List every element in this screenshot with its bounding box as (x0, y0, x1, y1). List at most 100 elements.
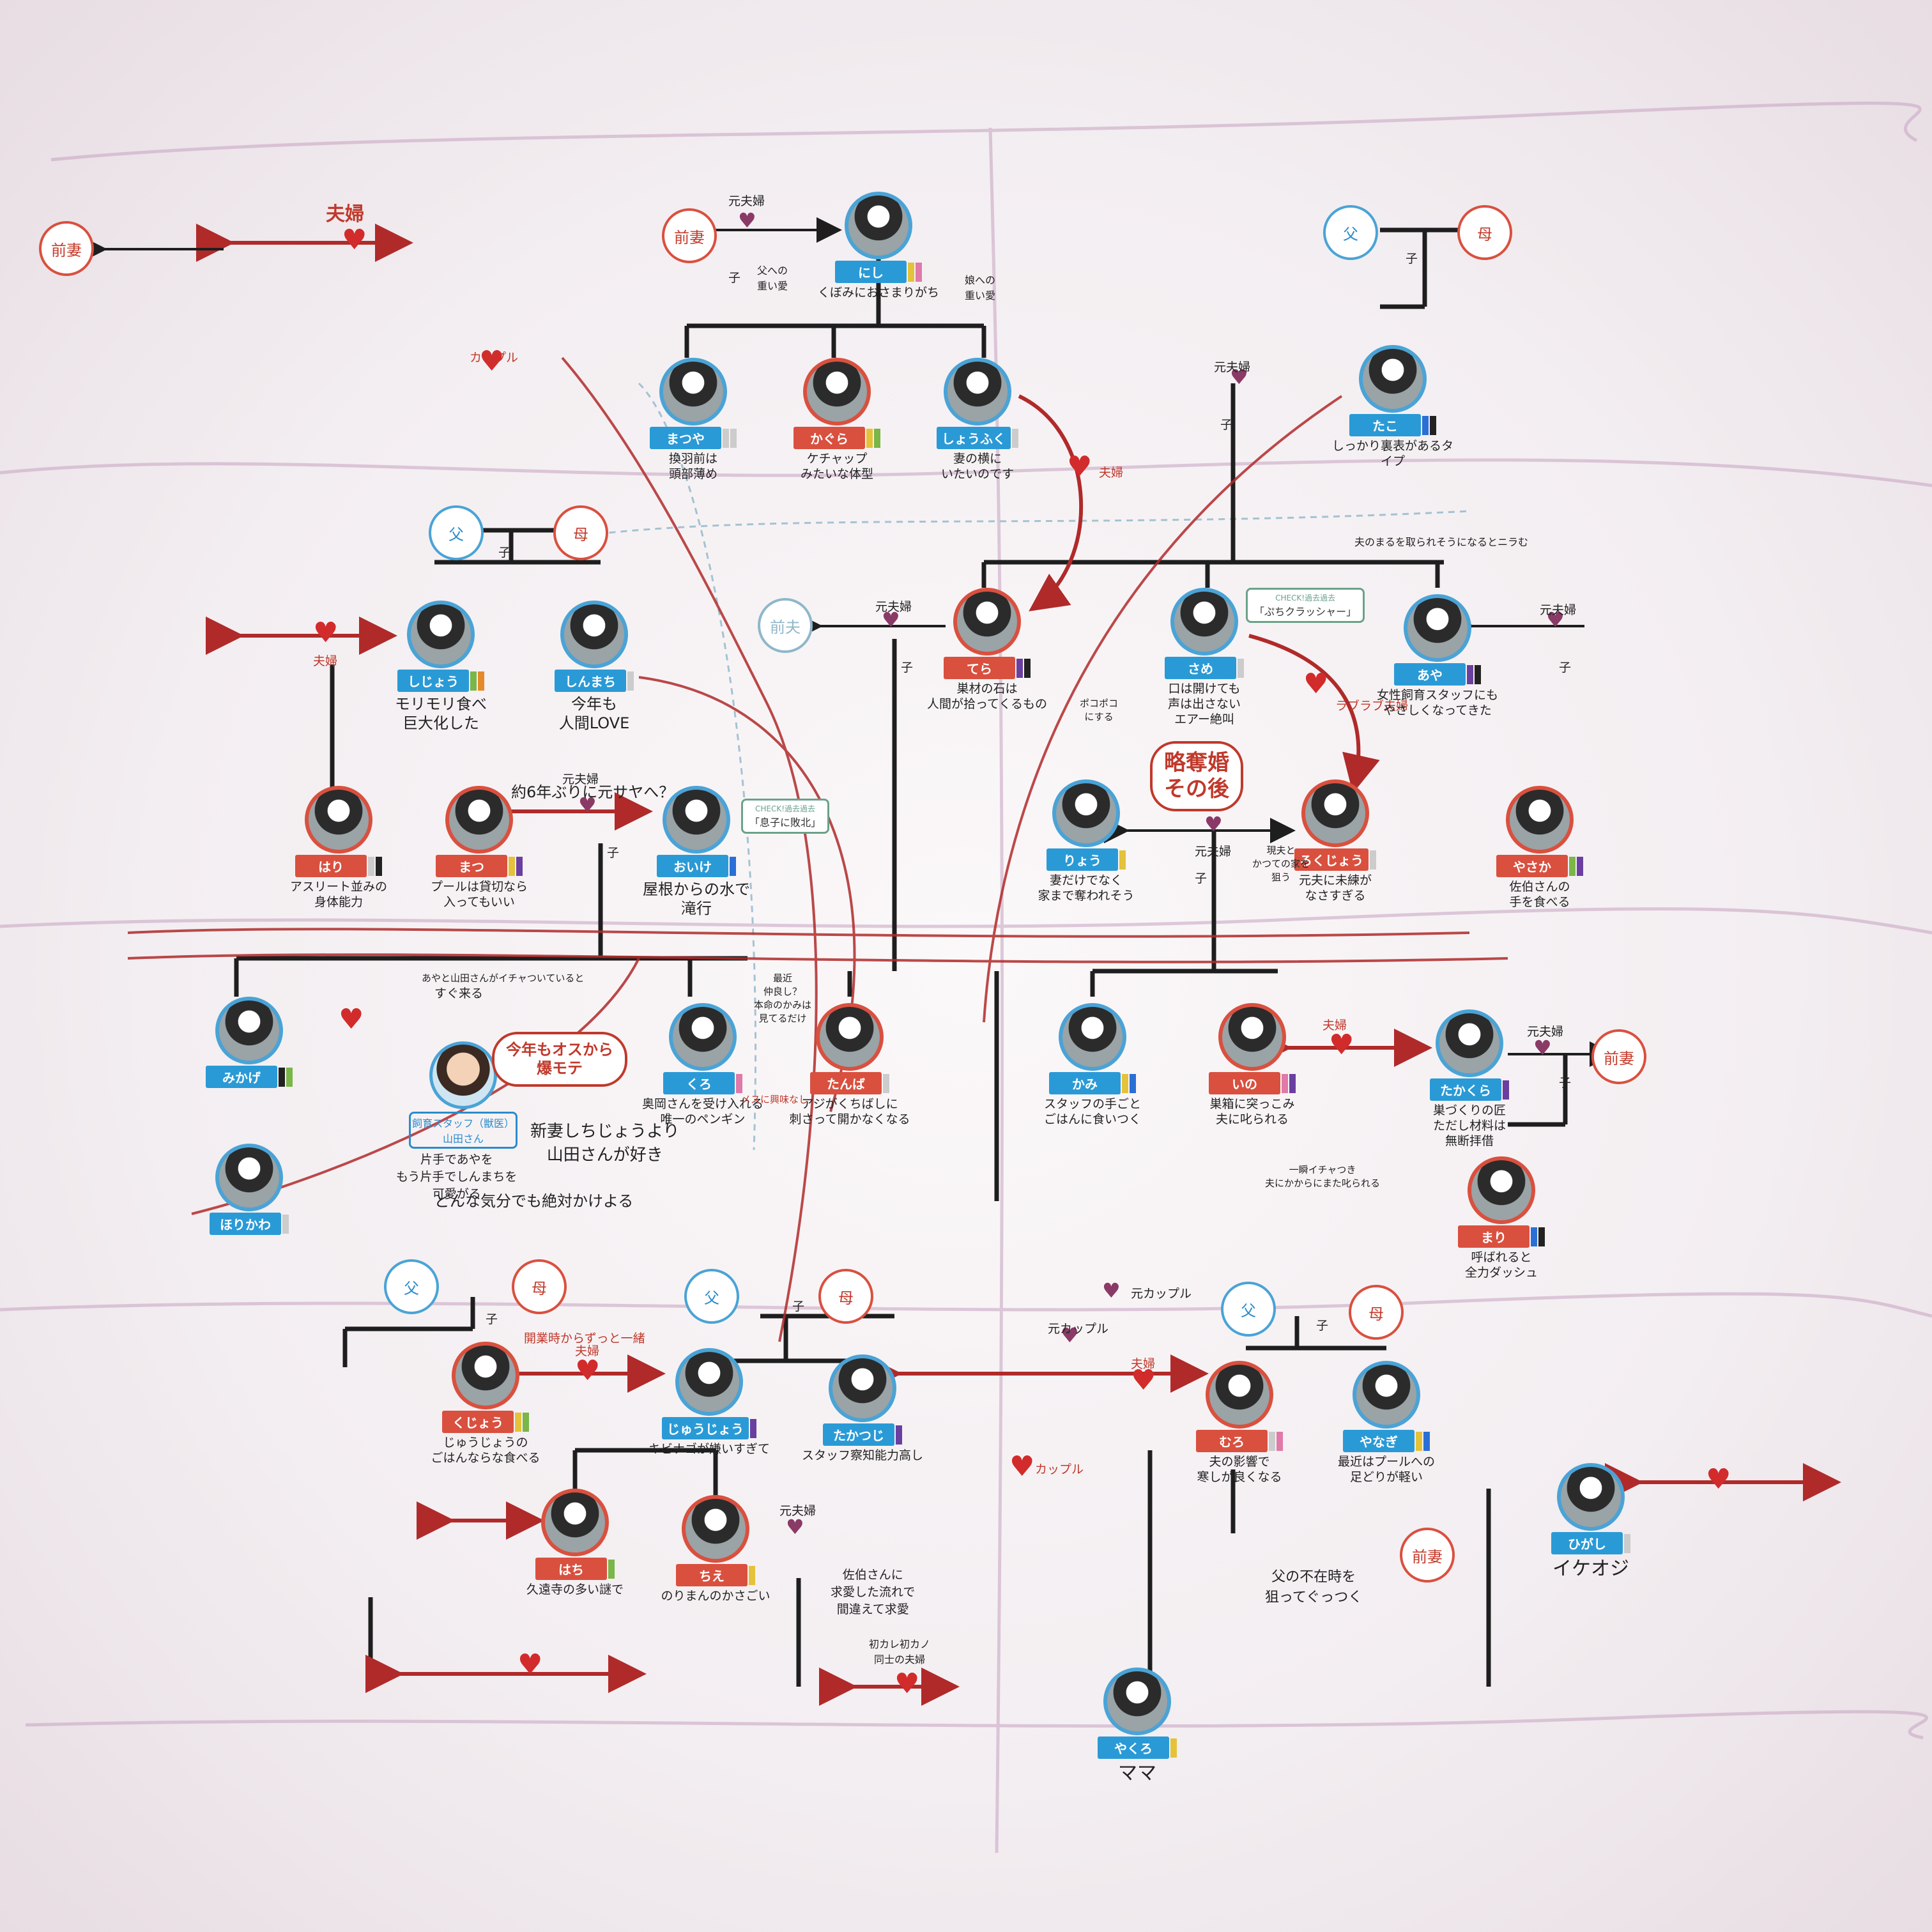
penguin-desc: のりまんのかさごい (661, 1589, 770, 1603)
penguin-node-ino[interactable]: いの 巣箱に突っこみ 夫に叱られる (1188, 1003, 1316, 1128)
penguin-avatar (1506, 786, 1574, 854)
penguin-desc: プールは貸切なら 入ってもいい (430, 880, 528, 909)
penguin-name: かぐら (793, 427, 865, 449)
chichi-note: 父の不在時を 狙ってぐっつく (1265, 1569, 1363, 1606)
couple-heart-icon: ♥ (1329, 1029, 1354, 1061)
penguin-avatar (953, 588, 1021, 656)
penguin-node-yakuro[interactable]: やくろ ママ (1073, 1667, 1201, 1786)
penguin-desc: スタッフの手ごと ごはんに食いつく (1043, 1097, 1141, 1126)
ex-couple-heart-icon: ♥ (1204, 812, 1223, 836)
penguin-node-kujou[interactable]: くじょう じゅうじょうの ごはんならな食べる (422, 1342, 549, 1466)
mesu-note: メスに興味なし (741, 1094, 809, 1105)
penguin-avatar (1103, 1667, 1171, 1735)
penguin-node-kami[interactable]: かみ スタッフの手ごと ごはんに食いつく (1029, 1003, 1156, 1128)
ayayamada-note: あやと山田さんがイチャついていると (422, 972, 585, 984)
staff-yamada[interactable]: 飼育スタッフ（獣医） 山田さん (409, 1041, 518, 1149)
penguin-avatar (1557, 1463, 1625, 1531)
penguin-node-oike[interactable]: おいけ 屋根からの水で 滝行 (632, 786, 760, 918)
ex-couple-label: 元夫婦 (1214, 360, 1251, 374)
motemote-callout: 今年もオスから 爆モテ (492, 1032, 627, 1087)
penguin-avatar (305, 786, 372, 854)
penguin-node-shinmachi[interactable]: しんまち 今年も 人間LOVE (530, 601, 658, 733)
penguin-desc: 元夫に未練が なさすぎる (1298, 873, 1372, 903)
child-label: 子 (486, 1312, 498, 1326)
couple-heart-icon: ♥ (1706, 1463, 1731, 1496)
penguin-node-ryou[interactable]: りょう 妻だけでなく 家まで奪われそう (1022, 779, 1150, 904)
child-label: 子 (607, 846, 620, 860)
ex-couple-label: 元夫婦 (779, 1504, 816, 1518)
penguin-desc: 最近はプールへの 足どりが軽い (1337, 1455, 1435, 1484)
penguin-name: かみ (1049, 1072, 1121, 1094)
penguin-desc: じゅうじょうの ごはんならな食べる (431, 1436, 540, 1465)
penguin-node-yasaka[interactable]: やさか 佐伯さんの 手を食べる (1476, 786, 1604, 910)
couple-label: 夫婦 (575, 1344, 600, 1358)
penguin-desc: アジがくちばしに 刺さって開かなくなる (789, 1097, 910, 1126)
penguin-node-horikawa[interactable]: ほりかわ (185, 1144, 313, 1235)
penguin-avatar (663, 786, 730, 854)
hatsukoi-note: 初カレ初カノ 同士の夫婦 (869, 1638, 931, 1666)
penguin-avatar (803, 358, 871, 425)
penguin-node-mikage[interactable]: みかげ (185, 997, 313, 1088)
ryakudatsu-callout: 略奪婚 その後 (1150, 741, 1243, 811)
penguin-node-hachi[interactable]: はち 久遠寺の多い謎で (511, 1489, 639, 1598)
penguin-node-chie[interactable]: ちえ のりまんのかさごい (652, 1495, 779, 1604)
penguin-node-shoufuku[interactable]: しょうふく 妻の横に いたいのです (914, 358, 1041, 482)
penguin-desc: 巣箱に突っこみ 夫に叱られる (1209, 1097, 1295, 1126)
penguin-node-aya[interactable]: あや 女性飼育スタッフにも やさしくなってきた (1374, 594, 1501, 719)
child-label: 子 (1406, 252, 1418, 266)
penguin-desc: ママ (1118, 1762, 1156, 1784)
mother-circle: 母 (512, 1259, 567, 1314)
penguin-node-tera[interactable]: てら 巣材の石は 人間が拾ってくるもの (923, 588, 1051, 712)
penguin-name: くじょう (442, 1411, 514, 1433)
penguin-avatar (816, 1003, 884, 1071)
child-label: 子 (1559, 1076, 1572, 1090)
penguin-node-juujou[interactable]: じゅうじょう キビナゴが嫌いすぎて (645, 1348, 773, 1457)
couple-label: 夫婦 (1099, 466, 1124, 480)
penguin-node-nishi[interactable]: にし くぼみにおさまりがち (815, 192, 942, 301)
penguin-node-hari[interactable]: はり アスリート並みの 身体能力 (275, 786, 402, 910)
penguin-desc: 巣づくりの匠 ただし材料は 無断拝借 (1432, 1103, 1506, 1148)
father-circle: 父 (429, 505, 484, 560)
penguin-node-kagura[interactable]: かぐら ケチャップ みたいな体型 (773, 358, 901, 482)
penguin-node-higashi[interactable]: ひがし イケオジ (1527, 1463, 1655, 1581)
kaigyou-note: 開業時からずっと一緒 (524, 1331, 645, 1346)
penguin-avatar (1170, 588, 1238, 656)
check-box-puchi: CHECK!過去過去「ぷちクラッシャー」 (1246, 588, 1365, 623)
dating-label: カップル (470, 351, 519, 365)
penguin-node-yanagi[interactable]: やなぎ 最近はプールへの 足どりが軽い (1322, 1361, 1450, 1485)
penguin-desc: モリモリ食べ 巨大化した (395, 695, 487, 732)
penguin-node-takakura[interactable]: たかくら 巣づくりの匠 ただし材料は 無断拝借 (1406, 1009, 1533, 1149)
penguin-node-mari[interactable]: まり 呼ばれると 全力ダッシュ (1438, 1156, 1565, 1281)
father-circle: 父 (1221, 1282, 1276, 1337)
ex-wife-circle: 前妻 (1591, 1029, 1646, 1084)
penguin-desc: 屋根からの水で 滝行 (643, 880, 750, 917)
penguin-node-tako[interactable]: たこ しっかり裏表があるタイプ (1329, 345, 1457, 470)
penguin-name: たんば (810, 1072, 882, 1094)
penguin-node-same[interactable]: さめ 口は開けても 声は出さない エアー絶叫 (1140, 588, 1268, 727)
penguin-node-muro[interactable]: むろ 夫の影響で 寒しが良くなる (1176, 1361, 1303, 1485)
penguin-node-rokujou[interactable]: ろくじょう 元夫に未練が なさすぎる (1271, 779, 1399, 904)
penguin-avatar (1359, 345, 1427, 413)
penguin-node-tanba[interactable]: たんば アジがくちばしに 刺さって開かなくなる (786, 1003, 914, 1128)
mother-circle: 母 (1457, 205, 1512, 260)
penguin-node-matsu[interactable]: まつ プールは貸切なら 入ってもいい (415, 786, 543, 910)
penguin-node-kuro[interactable]: くろ 奥岡さんを受け入れる 唯一のペンギン (639, 1003, 767, 1128)
ichaichi-note: 一瞬イチャつき 夫にかからにまた叱られる (1265, 1164, 1381, 1189)
genotto-note: 現夫と かつての家を 狙う (1252, 845, 1310, 883)
dating-heart-icon: ♥ (1009, 1450, 1035, 1483)
penguin-desc: 久遠寺の多い謎で (526, 1583, 624, 1597)
ex-couple-label: 元夫婦 (1195, 845, 1232, 859)
penguin-name: りょう (1046, 848, 1118, 871)
penguin-desc: 口は開けても 声は出さない エアー絶叫 (1167, 682, 1241, 726)
penguin-node-shijou[interactable]: しじょう モリモリ食べ 巨大化した (377, 601, 505, 733)
penguin-name: やさか (1496, 855, 1568, 877)
penguin-node-matsuya[interactable]: まつや 換羽前は 頭部薄め (629, 358, 757, 482)
penguin-name: むろ (1196, 1430, 1268, 1452)
penguin-node-takatsuji[interactable]: たかつじ スタッフ察知能力高し (799, 1354, 926, 1464)
child-label: 子 (1559, 661, 1572, 675)
ex-couple-label: 元夫婦 (562, 772, 599, 786)
penguin-avatar (1059, 1003, 1126, 1071)
penguin-avatar (1353, 1361, 1420, 1429)
ex-couple-heart-icon: ♥ (578, 793, 597, 817)
penguin-desc: キビナゴが嫌いすぎて (648, 1442, 770, 1456)
